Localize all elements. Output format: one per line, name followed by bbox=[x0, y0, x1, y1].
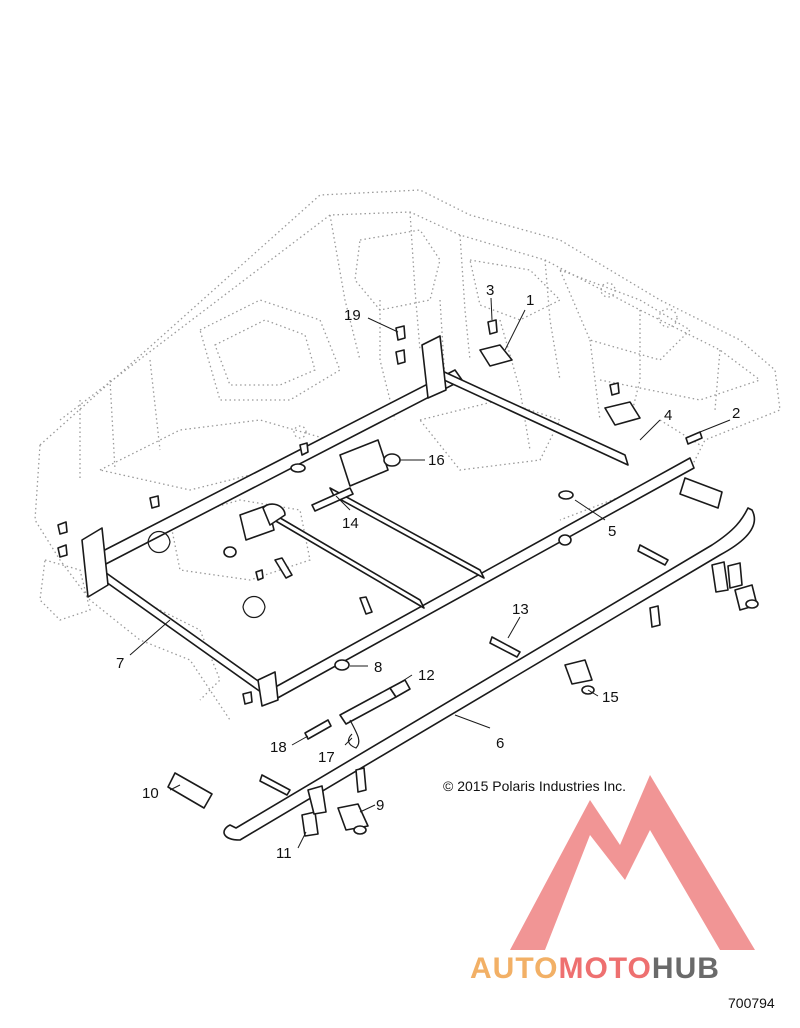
callout-2: 2 bbox=[732, 405, 740, 422]
watermark-brand-auto: AUTO bbox=[470, 952, 558, 985]
callout-12: 12 bbox=[418, 667, 435, 684]
watermark-brand-moto: MOTO bbox=[558, 952, 651, 985]
callout-3: 3 bbox=[486, 282, 494, 299]
callout-15: 15 bbox=[602, 689, 619, 706]
ghost-vehicle-body bbox=[34, 189, 781, 721]
watermark-brand: AUTOMOTOHUB bbox=[470, 952, 720, 985]
callout-16: 16 bbox=[428, 452, 445, 469]
callout-14: 14 bbox=[342, 515, 359, 532]
callout-17: 17 bbox=[318, 749, 335, 766]
callout-6: 6 bbox=[496, 735, 504, 752]
callout-9: 9 bbox=[376, 797, 384, 814]
callout-8: 8 bbox=[374, 659, 382, 676]
release-bar-assembly bbox=[167, 477, 759, 841]
seat-base-frame bbox=[57, 319, 703, 707]
watermark-brand-hub: HUB bbox=[652, 952, 720, 985]
callout-1: 1 bbox=[526, 292, 534, 309]
callout-7: 7 bbox=[116, 655, 124, 672]
gas-strut-assembly bbox=[304, 679, 411, 749]
callout-11: 11 bbox=[276, 845, 292, 862]
callout-10: 10 bbox=[142, 785, 159, 802]
watermark-logo-icon bbox=[510, 775, 755, 950]
callout-4: 4 bbox=[664, 407, 672, 424]
callout-5: 5 bbox=[608, 523, 616, 540]
callout-labels: 1 2 3 4 5 6 7 8 9 10 11 12 13 14 15 16 1… bbox=[116, 282, 740, 862]
callout-18: 18 bbox=[270, 739, 287, 756]
callout-13: 13 bbox=[512, 601, 529, 618]
copyright-text: © 2015 Polaris Industries Inc. bbox=[443, 778, 626, 794]
watermark-triangle-icon bbox=[510, 775, 755, 950]
figure-number: 700794 bbox=[728, 995, 775, 1011]
callout-19: 19 bbox=[344, 307, 361, 324]
leader-lines bbox=[129, 297, 731, 849]
